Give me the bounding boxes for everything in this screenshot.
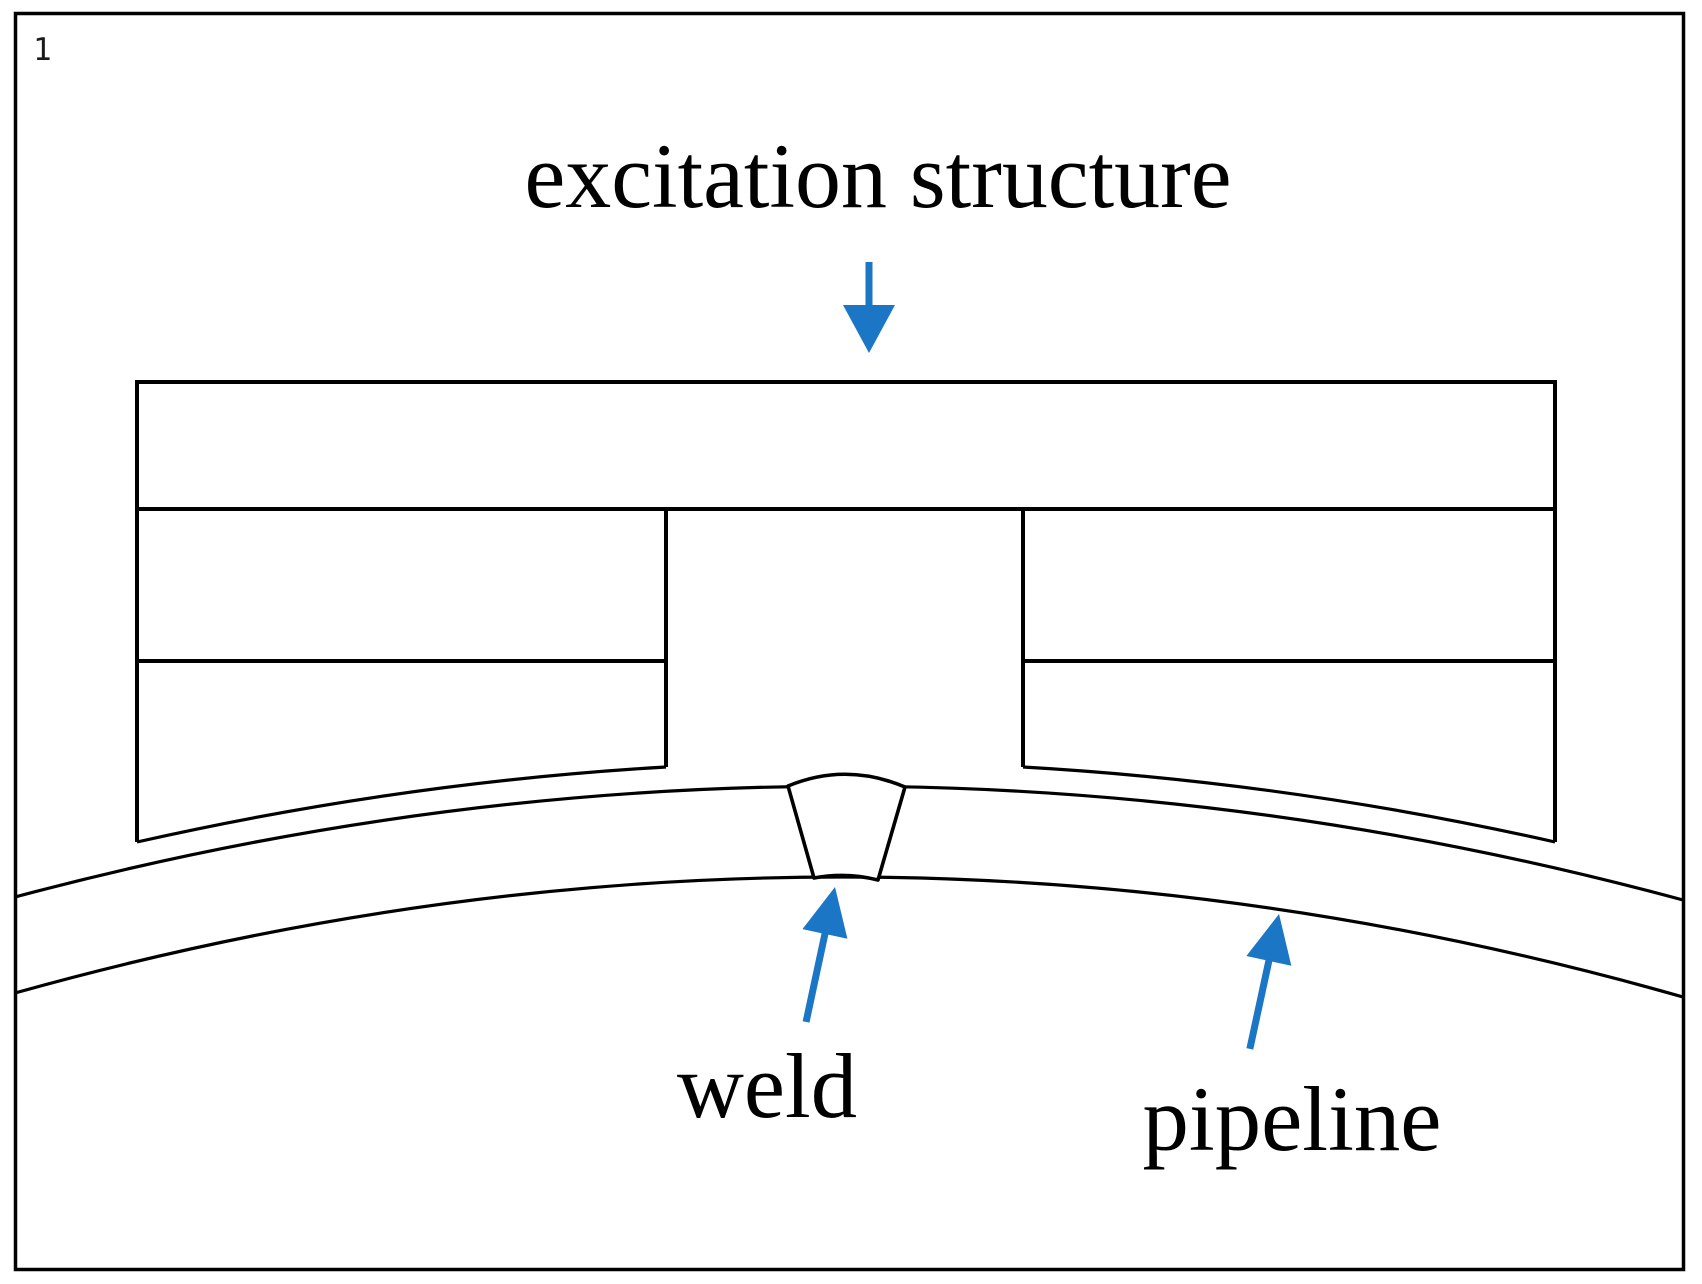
weld-arrow-icon [802,887,848,1023]
pipeline-arrow-icon [1246,914,1292,1050]
excitation-structure [135,380,1557,844]
weld-label: weld [677,1035,857,1137]
figure-number: 1 [33,32,52,68]
left-shoe-bottom-arc [136,765,667,844]
right-shoe-bottom-arc [1022,765,1556,844]
pipe-inner-arc [14,875,1684,999]
weld-shape [786,772,907,882]
down-arrow-icon [843,262,895,353]
pipeline-label: pipeline [1143,1068,1442,1170]
figure-border [13,11,1686,1272]
title-label: excitation structure [525,125,1232,227]
